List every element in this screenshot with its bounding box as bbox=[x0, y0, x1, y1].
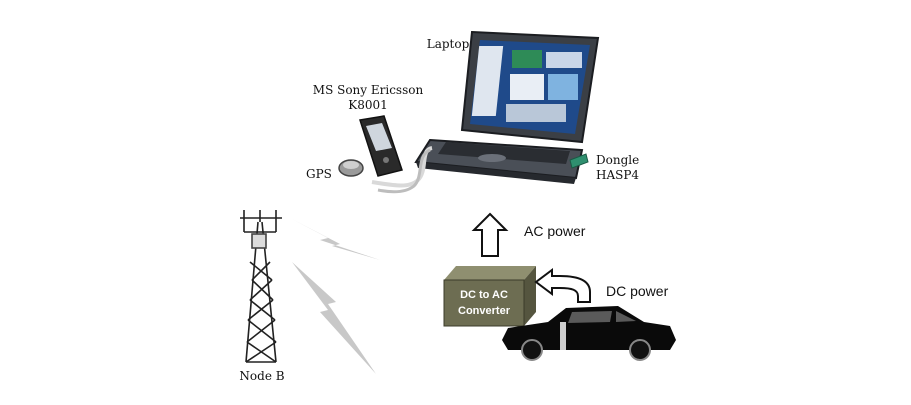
dongle-label-line1: Dongle bbox=[596, 153, 639, 167]
signal-bolt-upper bbox=[290, 218, 380, 260]
ac-power-arrow bbox=[471, 212, 509, 257]
dc-to-ac-converter bbox=[443, 266, 536, 327]
node-b-tower bbox=[240, 210, 282, 363]
dongle-label-line2: HASP4 bbox=[596, 168, 639, 182]
dongle bbox=[569, 153, 589, 169]
converter-label-line2: Converter bbox=[458, 305, 511, 317]
laptop bbox=[414, 30, 600, 184]
dc-power-label: DC power bbox=[606, 283, 669, 299]
car bbox=[502, 306, 676, 361]
phone-label-line2: K8001 bbox=[348, 98, 388, 112]
ac-power-label: AC power bbox=[524, 223, 586, 239]
signal-bolt-lower bbox=[292, 262, 376, 374]
node-b-label: Node B bbox=[239, 369, 284, 383]
gps-receiver bbox=[338, 159, 364, 177]
mobile-phone bbox=[359, 115, 403, 177]
gps-label: GPS bbox=[306, 167, 332, 181]
dc-power-arrow bbox=[534, 268, 591, 303]
laptop-label: Laptop bbox=[427, 37, 470, 51]
phone-label-line1: MS Sony Ericsson bbox=[313, 83, 424, 97]
converter-label-line1: DC to AC bbox=[460, 289, 508, 301]
